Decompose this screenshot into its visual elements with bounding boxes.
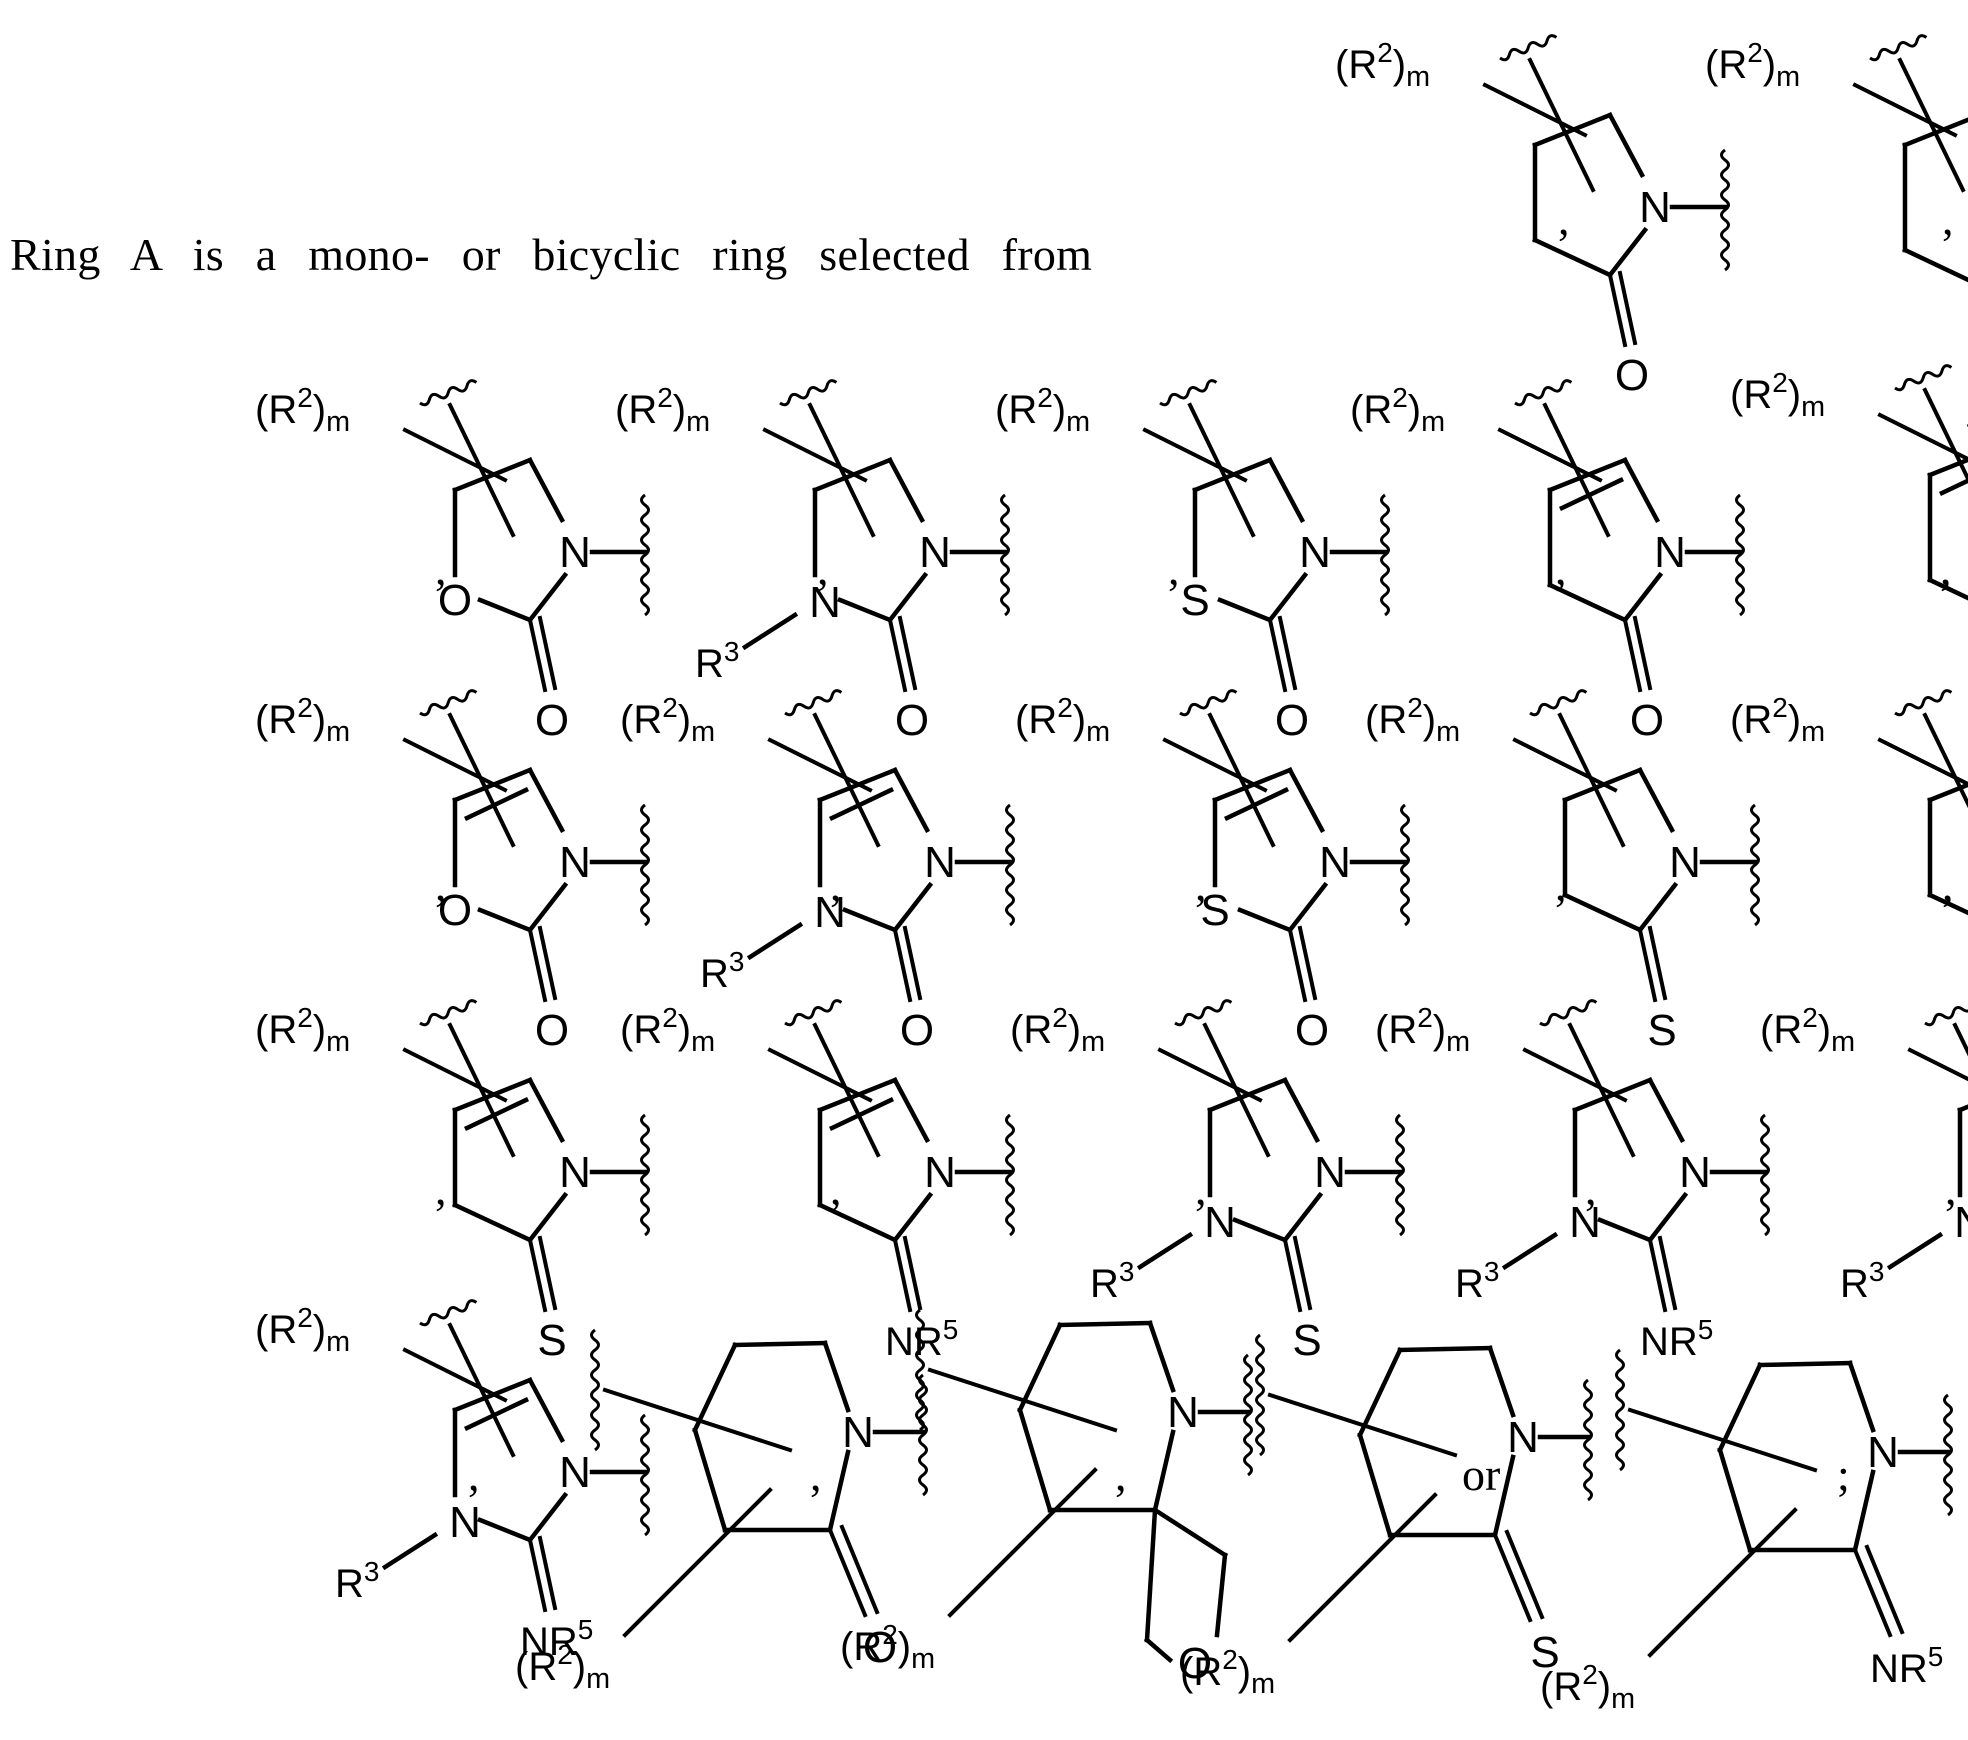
svg-text:N: N <box>1204 1198 1236 1247</box>
svg-text:(R2)m: (R2)m <box>1375 1002 1470 1058</box>
svg-text:(R2)m: (R2)m <box>255 382 350 438</box>
svg-text:R3: R3 <box>335 1556 379 1606</box>
svg-text:(R2)m: (R2)m <box>1010 1002 1105 1058</box>
comma-separator: , <box>1195 1162 1207 1215</box>
svg-text:(R2)m: (R2)m <box>1540 1659 1635 1715</box>
comma-separator: , <box>435 542 447 595</box>
ring-structure-21: N(R2)mS <box>1170 1305 1570 1725</box>
intro-text: Ring A is a mono- or bicyclic ring selec… <box>10 228 1092 281</box>
comma-separator: , <box>1942 192 1954 245</box>
comma-separator: , <box>817 542 829 595</box>
comma-separator: , <box>830 858 842 911</box>
svg-text:(R2)m: (R2)m <box>1350 382 1445 438</box>
comma-separator: , <box>1558 192 1570 245</box>
svg-text:(R2)m: (R2)m <box>840 1619 935 1675</box>
svg-text:R3: R3 <box>1840 1256 1884 1306</box>
comma-separator: , <box>1555 542 1567 595</box>
semicolon-terminator: ; <box>1837 1448 1850 1501</box>
ring-structure-22: N(R2)mNR5 <box>1530 1320 1930 1740</box>
svg-text:(R2)m: (R2)m <box>255 1002 350 1058</box>
svg-text:(R2)m: (R2)m <box>1365 692 1460 748</box>
svg-text:N: N <box>449 1498 481 1547</box>
comma-separator: , <box>810 1448 822 1501</box>
comma-separator: , <box>1942 858 1954 911</box>
comma-separator: , <box>435 1162 447 1215</box>
svg-text:(R2)m: (R2)m <box>620 692 715 748</box>
svg-text:(R2)m: (R2)m <box>1180 1644 1275 1700</box>
comma-separator: , <box>1585 1162 1597 1215</box>
comma-separator: , <box>1940 542 1952 595</box>
svg-text:S: S <box>1180 576 1209 625</box>
comma-separator: , <box>1168 542 1180 595</box>
comma-separator: , <box>1945 1162 1957 1215</box>
svg-text:(R2)m: (R2)m <box>620 1002 715 1058</box>
svg-text:(R2)m: (R2)m <box>255 1302 350 1358</box>
svg-text:(R2)m: (R2)m <box>1730 692 1825 748</box>
svg-text:(R2)m: (R2)m <box>615 382 710 438</box>
comma-separator: , <box>1115 1448 1127 1501</box>
comma-separator: , <box>1555 858 1567 911</box>
comma-separator: , <box>468 1448 480 1501</box>
svg-text:(R2)m: (R2)m <box>515 1639 610 1695</box>
svg-text:(R2)m: (R2)m <box>995 382 1090 438</box>
comma-separator: , <box>435 858 447 911</box>
svg-text:(R2)m: (R2)m <box>1335 37 1430 93</box>
svg-text:NR5: NR5 <box>1870 1641 1943 1691</box>
svg-text:(R2)m: (R2)m <box>1705 37 1800 93</box>
svg-text:(R2)m: (R2)m <box>1015 692 1110 748</box>
comma-separator: , <box>1195 858 1207 911</box>
svg-text:(R2)m: (R2)m <box>255 692 350 748</box>
svg-text:R3: R3 <box>1455 1256 1499 1306</box>
svg-text:(R2)m: (R2)m <box>1730 367 1825 423</box>
comma-separator: , <box>830 1162 842 1215</box>
svg-text:(R2)m: (R2)m <box>1760 1002 1855 1058</box>
conjunction-or: or <box>1462 1448 1500 1501</box>
